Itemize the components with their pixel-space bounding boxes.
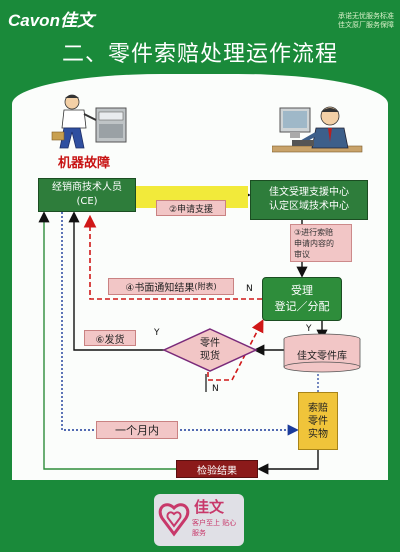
jiawen-logo: 佳文 客户至上 贴心服务 (154, 494, 244, 546)
accept-line1: 受理 (291, 284, 313, 297)
notify-result-label: ④书面通知结果(附表) (108, 278, 234, 295)
review-line3: 审议 (294, 249, 310, 259)
label-y1: Y (306, 324, 312, 334)
center-line1: 佳文受理支援中心 (269, 187, 349, 198)
decision-text: 零件 现货 (180, 331, 240, 369)
ship-label: ⑥发货 (84, 330, 136, 346)
label-y2: Y (154, 328, 160, 338)
accept-box: 受理 登记／分配 (262, 277, 342, 321)
ce-line1: 经销商技术人员 (52, 182, 122, 193)
logo-text: 佳文 (194, 498, 225, 516)
review-line1: ③进行索赔 (294, 227, 334, 237)
review-label: ③进行索赔 申请内容的 审议 (290, 224, 352, 262)
page-title: 二、零件索赔处理运作流程 (61, 42, 338, 67)
accept-line2: 登记／分配 (274, 300, 330, 313)
parts-line2: 零件 (308, 415, 328, 427)
claim-parts-box: 索赔 零件 实物 (298, 392, 338, 450)
support-center-box: 佳文受理支援中心 认定区域技术中心 (250, 180, 368, 220)
warehouse-label: 佳文零件库 (297, 350, 347, 362)
notice-sub: (附表) (194, 282, 217, 291)
label-n2: N (212, 384, 219, 394)
brand-logo: Cavon佳文 (8, 11, 94, 30)
header-tagline: 承诺无忧服务标准 佳文原厂服务保障 (338, 12, 394, 30)
review-line2: 申请内容的 (294, 238, 334, 248)
decision-line1: 零件 (200, 338, 220, 349)
one-month-label: 一个月内 (96, 421, 178, 439)
operator-illustration (272, 106, 363, 153)
ce-line2: (CE) (76, 196, 98, 207)
tagline-2: 佳文原厂服务保障 (338, 21, 394, 29)
center-line2: 认定区域技术中心 (269, 201, 349, 212)
inspection-result-box: 检验结果 (176, 460, 258, 478)
label-n1: N (246, 284, 253, 294)
apply-support-label: ②申请支援 (156, 200, 226, 216)
decision-line2: 现货 (200, 351, 220, 362)
ce-box: 经销商技术人员 (CE) (38, 178, 136, 212)
technician-illustration (51, 94, 127, 149)
tagline-1: 承诺无忧服务标准 (338, 12, 394, 20)
parts-line1: 索赔 (308, 402, 328, 414)
heart-logo-icon (154, 494, 244, 546)
notice-text: ④书面通知结果 (125, 283, 195, 294)
parts-line3: 实物 (308, 428, 328, 440)
machine-fault-label: 机器故障 (58, 156, 111, 171)
logo-sub: 客户至上 贴心服务 (192, 519, 237, 537)
